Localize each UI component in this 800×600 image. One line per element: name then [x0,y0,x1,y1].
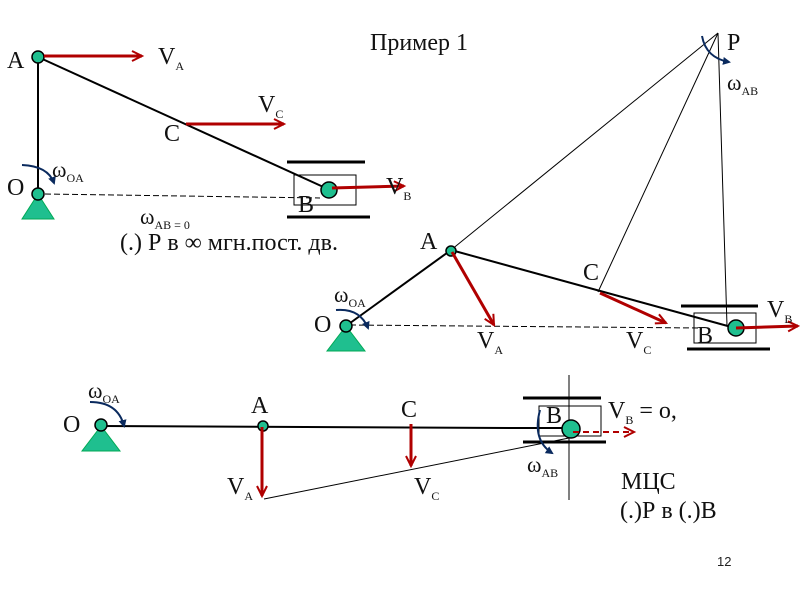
label-B: B [697,323,713,349]
label-VA: VA [158,44,184,73]
label-omega-AB: ωAB = 0 [140,204,190,232]
velocity-arrow-B [331,180,407,193]
omega-OA-arc [89,401,127,428]
label-omega-OA: ωOA [52,157,84,185]
omega-OA-arc [21,164,56,185]
label-A: A [251,393,269,419]
label-B: B [546,403,562,429]
label-A: A [7,48,25,74]
diagram-2: P ωAB A O C B ωOA VA VC VB [314,30,800,357]
line-P-B [717,32,728,327]
label-C: C [401,397,417,423]
label-C: C [583,260,599,286]
page-number: 12 [717,554,731,569]
pivot-support [80,425,122,452]
guide-line [44,193,321,199]
joint-O [339,319,353,333]
label-omega-AB: ωAB [527,452,558,480]
label-VC: VC [258,92,283,121]
velocity-arrow-A [450,251,496,327]
line-P-C [597,32,719,293]
label-O: O [63,412,80,438]
caption-instant-translation: (.) Р в ∞ мгн.пост. дв. [120,230,338,256]
label-P: P [727,30,740,56]
omega-OA-arc [335,308,370,330]
link-OA [345,249,452,327]
pivot-support [21,193,55,220]
caption-icr-location: (.)Р в (.)В [620,498,717,524]
joint-O [31,187,45,201]
label-VB: VB [767,297,792,326]
caption-icr-title: МЦС [621,469,676,495]
label-VA: VA [477,328,503,357]
label-C: C [164,121,180,147]
label-O: O [7,175,24,201]
omega-AB-arc [536,409,554,455]
link-AB [450,249,736,329]
velocity-arrow-C [599,291,669,325]
guide-line [349,324,701,329]
label-VB: VB [386,174,411,203]
label-VB-zero: VB = о, [608,398,677,427]
velocity-arrow-B [735,320,800,333]
omega-AB-arc [701,35,731,65]
label-VA: VA [227,474,253,503]
slide-title: Пример 1 [370,30,468,56]
joint-O [94,418,108,432]
joint-B [561,419,581,439]
pivot-support [325,325,367,352]
label-VC: VC [414,474,439,503]
label-omega-AB: ωAB [727,70,758,98]
diagram-1: A O C B VA VC VB ωOA ωAB = 0 (.) Р в ∞ м… [7,44,411,256]
label-B: B [298,192,314,218]
label-VC: VC [626,328,651,357]
diagram-3: O A C B ωOA ωAB VA VC VB = о, МЦС (.)Р в… [63,375,717,524]
line-P-A [450,32,719,251]
label-A: A [420,229,438,255]
link-OA-AB [100,425,521,429]
label-O: O [314,312,331,338]
joint-B [320,181,338,199]
label-omega-OA: ωOA [88,378,120,406]
slider-block [293,174,357,206]
velocity-distribution-line [263,437,570,500]
joint-A [31,50,45,64]
label-omega-OA: ωOA [334,282,366,310]
link-AB [37,56,331,191]
